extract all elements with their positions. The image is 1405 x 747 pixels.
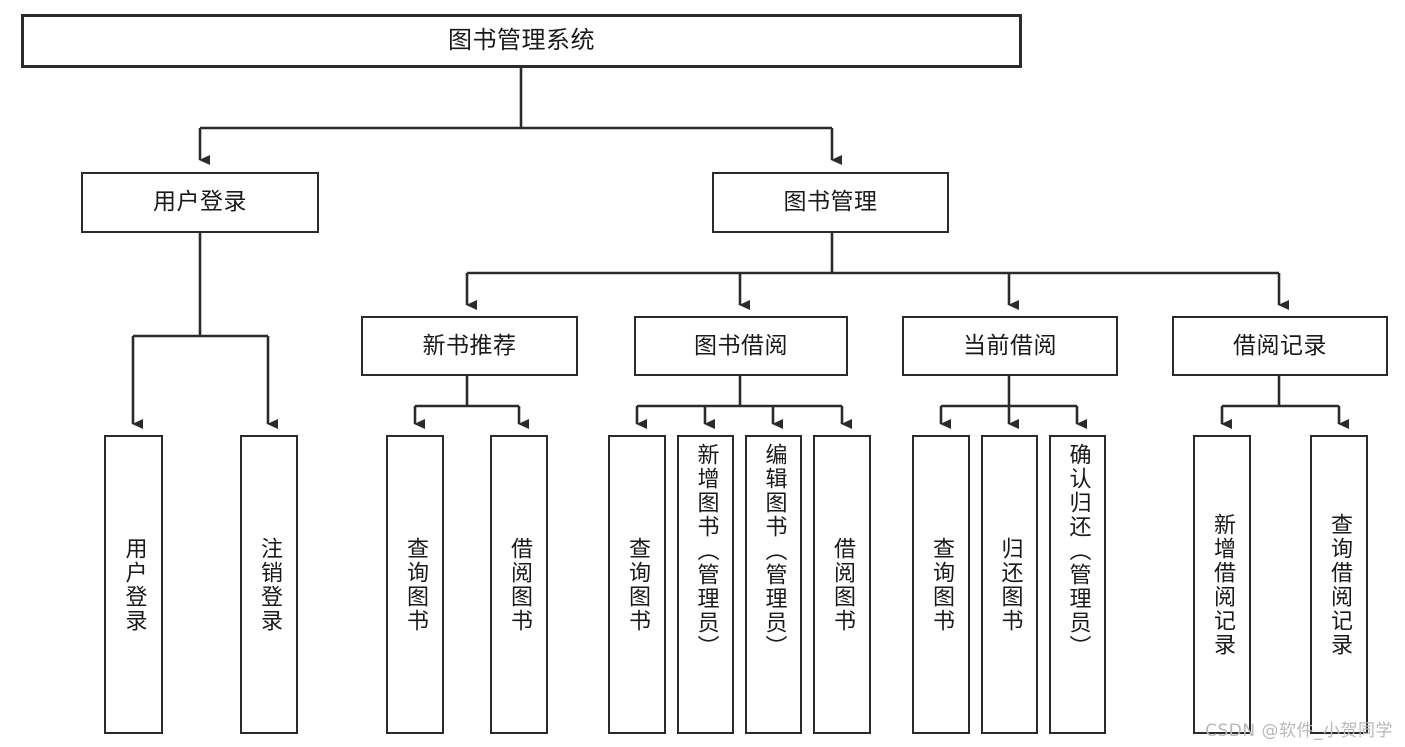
leaf-add-book-admin[interactable]: 新增图书（管理员） bbox=[677, 435, 734, 734]
csdn-watermark: CSDN @软件_小贺同学 bbox=[1205, 721, 1393, 741]
node-label: 用户登录 bbox=[121, 536, 147, 633]
node-borrow-record[interactable]: 借阅记录 bbox=[1172, 316, 1388, 376]
node-label: 新增借阅记录 bbox=[1210, 512, 1235, 657]
node-new-book-recommend[interactable]: 新书推荐 bbox=[361, 316, 578, 376]
leaf-query-book-recommend[interactable]: 查询图书 bbox=[386, 435, 444, 734]
leaf-query-book-borrow[interactable]: 查询图书 bbox=[608, 435, 666, 734]
leaf-borrow-book-recommend[interactable]: 借阅图书 bbox=[490, 435, 548, 734]
leaf-confirm-return-admin[interactable]: 确认归还（管理员） bbox=[1049, 435, 1106, 734]
leaf-add-borrow-record[interactable]: 新增借阅记录 bbox=[1193, 435, 1251, 734]
node-label: 查询图书 bbox=[403, 536, 428, 633]
leaf-query-book-current[interactable]: 查询图书 bbox=[912, 435, 970, 734]
node-label: 借阅图书 bbox=[507, 536, 532, 633]
leaf-logout-login[interactable]: 注销登录 bbox=[240, 435, 298, 734]
node-book-management[interactable]: 图书管理 bbox=[712, 172, 949, 233]
node-label: 新书推荐 bbox=[422, 332, 517, 359]
node-label: 借阅记录 bbox=[1233, 332, 1327, 359]
leaf-return-book[interactable]: 归还图书 bbox=[981, 435, 1038, 734]
node-label: 当前借阅 bbox=[963, 332, 1057, 359]
node-label: 图书借阅 bbox=[694, 332, 788, 359]
leaf-query-borrow-record[interactable]: 查询借阅记录 bbox=[1310, 435, 1368, 734]
leaf-user-login[interactable]: 用户登录 bbox=[104, 435, 163, 734]
node-label: 查询图书 bbox=[929, 536, 954, 633]
node-label: 编辑图书（管理员） bbox=[761, 443, 787, 659]
node-book-borrow[interactable]: 图书借阅 bbox=[634, 316, 848, 376]
node-user-login[interactable]: 用户登录 bbox=[81, 172, 319, 233]
node-label: 图书管理系统 bbox=[448, 26, 595, 55]
node-label: 归还图书 bbox=[997, 536, 1023, 633]
node-label: 确认归还（管理员） bbox=[1065, 443, 1091, 659]
node-label: 新增图书（管理员） bbox=[693, 443, 719, 659]
node-label: 用户登录 bbox=[153, 189, 247, 216]
leaf-edit-book-admin[interactable]: 编辑图书（管理员） bbox=[745, 435, 802, 734]
node-root-book-management-system[interactable]: 图书管理系统 bbox=[21, 14, 1022, 68]
node-label: 借阅图书 bbox=[830, 536, 855, 633]
node-label: 图书管理 bbox=[783, 189, 878, 216]
node-label: 查询借阅记录 bbox=[1327, 512, 1352, 657]
node-label: 注销登录 bbox=[257, 536, 282, 633]
leaf-borrow-book[interactable]: 借阅图书 bbox=[813, 435, 871, 734]
node-label: 查询图书 bbox=[625, 536, 650, 633]
node-current-borrow[interactable]: 当前借阅 bbox=[902, 316, 1118, 376]
